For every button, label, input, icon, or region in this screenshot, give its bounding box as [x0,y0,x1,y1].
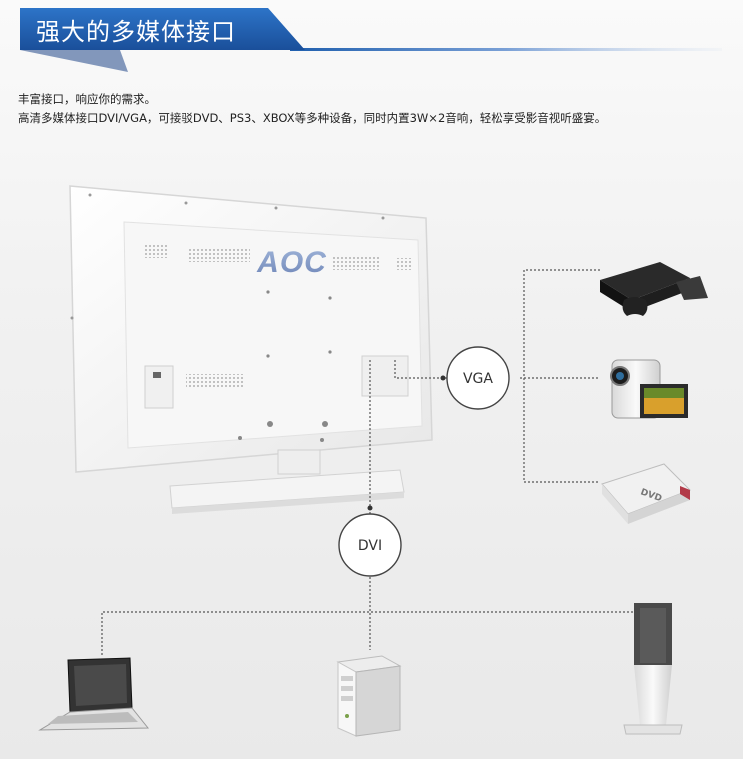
page-title: 强大的多媒体接口 [36,18,236,46]
laptop-icon [38,657,150,731]
desktop-pc-icon [336,655,402,737]
monitor-brand-logo: AOC [256,246,327,279]
speaker-tower-icon [623,603,683,735]
dvi-port-badge: DVI [338,513,402,577]
dvd-player-icon: DVD [601,463,691,524]
intro-text: 丰富接口，响应你的需求。 高清多媒体接口DVI/VGA，可接驳DVD、PS3、X… [18,90,606,128]
header-banner [20,8,722,72]
monitor-back: AOC [69,185,433,514]
intro-line-2: 高清多媒体接口DVI/VGA，可接驳DVD、PS3、XBOX等多种设备，同时内置… [18,111,607,125]
game-console-icon [600,262,708,316]
dvi-label: DVI [358,538,382,554]
vga-label: VGA [463,371,493,387]
intro-line-1: 丰富接口，响应你的需求。 [18,92,156,106]
vga-port-badge: VGA [446,346,510,410]
camcorder-icon [610,359,688,419]
